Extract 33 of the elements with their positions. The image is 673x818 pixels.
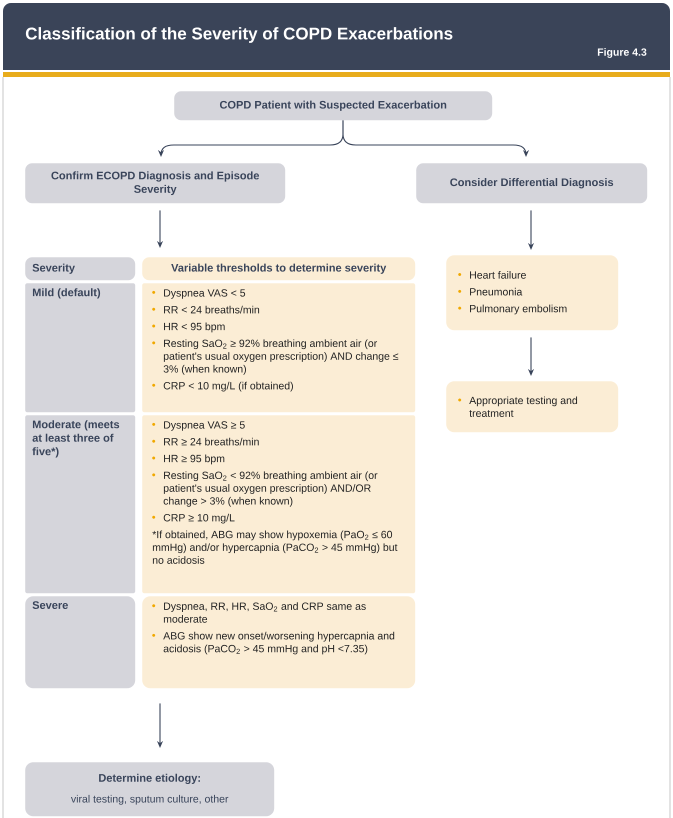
list-item: Dyspnea VAS < 5 xyxy=(152,289,246,299)
table-header-cell: Variable thresholds to determine severity xyxy=(142,257,416,280)
list-item: Pulmonary embolism xyxy=(458,304,566,314)
list-item: HR < 95 bpm xyxy=(152,322,225,332)
process-box: Determine etiology: viral testing, sputum culture, other xyxy=(25,762,274,816)
list-item: Resting SaO$_{2}$ ≥ 92% breathing ambient air (or patient's usual oxygen prescription) AND change ≤ 3% (when known) xyxy=(152,339,398,375)
title: Classification of the Severity of COPD Exacerbations xyxy=(26,27,452,43)
figure-number: Figure 4.3 xyxy=(598,48,646,58)
table-cell xyxy=(142,596,416,688)
list-item: Resting SaO$_{2}$ < 92% breathing ambient air (or patient's usual oxygen prescription) AND/OR change > 3% (when known) xyxy=(152,471,378,507)
list-item: ABG show new onset/worsening hypercapnia and acidosis (PaCO$_{2}$ > 45 mmHg and pH <7.35) xyxy=(152,632,394,654)
table-row-header: Mild (default) xyxy=(25,283,136,412)
list-item: CRP < 10 mg/L (if obtained) xyxy=(152,382,293,392)
list-box xyxy=(446,255,618,330)
list-item: Dyspnea, RR, HR, SaO$_{2}$ and CRP same as moderate xyxy=(152,602,366,623)
process-box: COPD Patient with Suspected Exacerbation xyxy=(174,91,492,120)
table-cell xyxy=(142,283,416,412)
footnote: *If obtained, ABG may show hypoxemia (PaO$_{2}$ ≤ 60 mmHg) and/or hypercapnia (PaCO$_{2}$ > 45 mmHg) but no acidosis xyxy=(152,530,398,564)
list-item: Appropriate testing and treatment xyxy=(458,396,578,417)
table-row-header: Moderate (meets at least three of five*) xyxy=(25,415,136,594)
list-item: RR < 24 breaths/min xyxy=(152,306,260,314)
list-item: RR ≥ 24 breaths/min xyxy=(152,438,259,446)
list-item: Heart failure xyxy=(458,271,526,279)
list-box xyxy=(446,381,618,432)
table-row-header: Severe xyxy=(25,596,136,688)
table-header-cell: Severity xyxy=(25,257,136,280)
list-item: Pneumonia xyxy=(458,288,522,296)
list-item: CRP ≥ 10 mg/L xyxy=(152,514,235,524)
process-box: Consider Differential Diagnosis xyxy=(416,163,648,204)
process-box: Confirm ECOPD Diagnosis and Episode Severity xyxy=(25,163,286,204)
list-item: HR ≥ 95 bpm xyxy=(152,454,224,464)
table-cell xyxy=(142,415,416,594)
list-item: Dyspnea VAS ≥ 5 xyxy=(152,421,245,431)
